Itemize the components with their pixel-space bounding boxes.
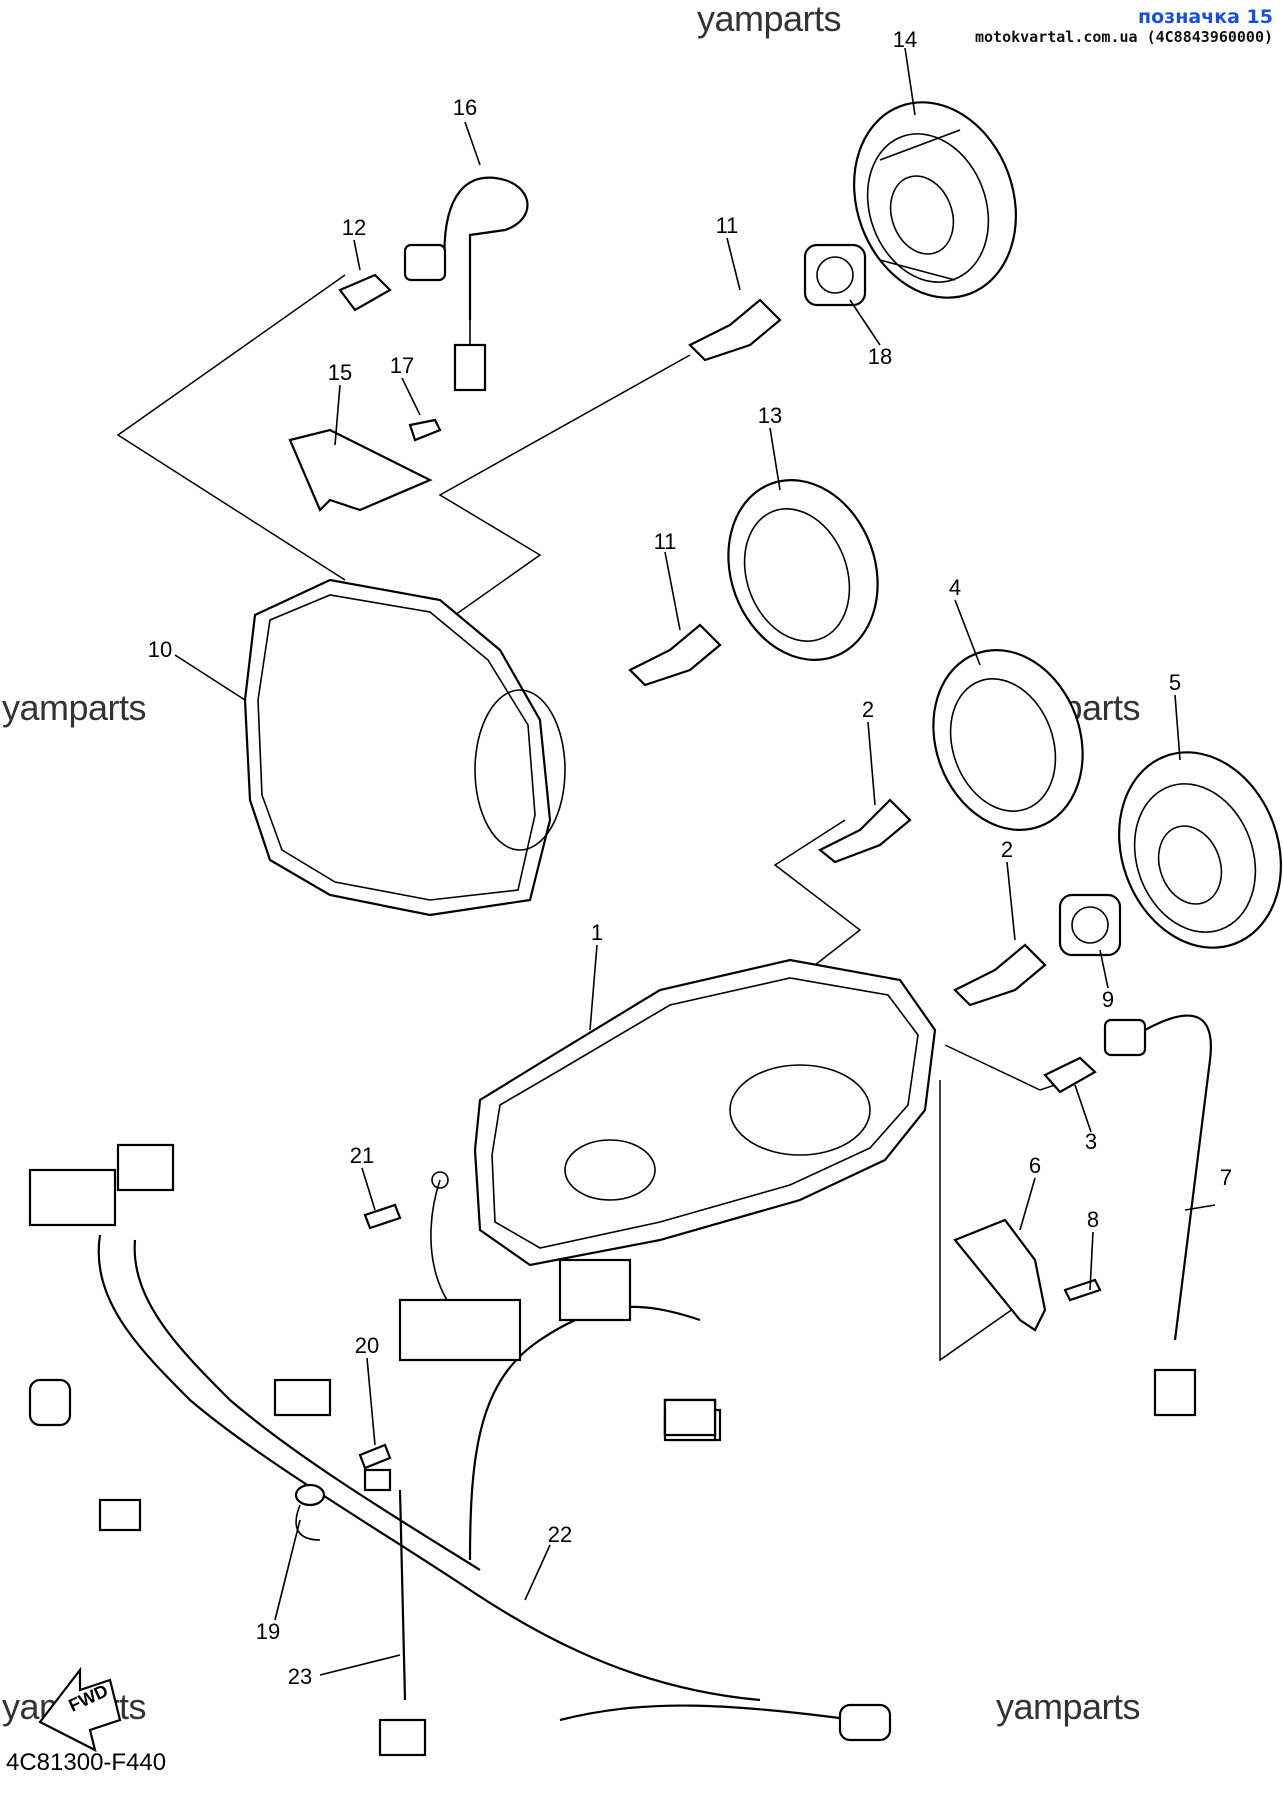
callout-14: 14 — [892, 27, 918, 52]
part-14-reflector — [853, 101, 1017, 299]
callout-3: 3 — [1084, 1129, 1098, 1154]
part-23-band — [363, 1468, 407, 1701]
part-4-ring — [932, 649, 1084, 831]
part-9-bulb-socket — [1058, 893, 1122, 957]
callout-21: 21 — [349, 1143, 375, 1168]
header-source: motokvartal.com.ua (4C8843960000) — [974, 28, 1273, 46]
callout-23: 23 — [287, 1664, 313, 1689]
watermark: yamparts — [2, 687, 147, 728]
callout-8: 8 — [1086, 1207, 1100, 1232]
callout-20: 20 — [354, 1333, 380, 1358]
part-6-cover — [953, 1218, 1047, 1332]
callout-15: 15 — [327, 360, 353, 385]
watermark: yamparts — [996, 1686, 1141, 1727]
callout-16: 16 — [452, 95, 478, 120]
part-7-socket-wire — [1103, 1014, 1212, 1417]
part-5-reflector — [1118, 751, 1282, 949]
part-18-bulb-socket — [803, 243, 867, 307]
callout-9: 9 — [1101, 987, 1115, 1012]
part-11-headlight-bulb-mid — [628, 623, 722, 687]
leader-lines — [174, 47, 1216, 1676]
part-13-ring — [727, 479, 879, 661]
callout-10: 10 — [147, 637, 173, 662]
header: позначка 15 motokvartal.com.ua (4C884396… — [975, 6, 1273, 46]
part-10-headlight-housing — [243, 578, 566, 917]
header-label: позначка 15 — [1138, 6, 1273, 28]
callout-2: 2 — [861, 697, 875, 722]
callout-13: 13 — [757, 403, 783, 428]
callout-1: 1 — [590, 920, 604, 945]
callout-7: 7 — [1219, 1165, 1233, 1190]
part-1-headlight-unit — [473, 958, 937, 1267]
watermark: yamparts — [697, 0, 842, 39]
callout-17: 17 — [389, 353, 415, 378]
callout-11: 11 — [715, 213, 739, 238]
callout-11: 11 — [653, 529, 677, 554]
part-2-bulb-upper — [817, 798, 912, 864]
diagram-code: 4C81300-F440 — [6, 1749, 167, 1776]
part-2-bulb-lower — [953, 943, 1047, 1007]
callout-22: 22 — [547, 1522, 573, 1547]
fwd-arrow-icon — [38, 1666, 122, 1753]
part-8-screw — [1063, 1278, 1102, 1302]
part-20-bolt — [358, 1443, 392, 1470]
callout-12: 12 — [341, 215, 367, 240]
part-12-bulb — [338, 273, 392, 312]
part-22-wire-harness — [28, 1143, 892, 1757]
part-16-socket-wire — [403, 176, 529, 392]
callout-6: 6 — [1028, 1153, 1042, 1178]
callout-5: 5 — [1168, 670, 1182, 695]
part-19-clamp — [294, 1483, 326, 1541]
part-3-bulb — [1043, 1056, 1097, 1094]
callout-19: 19 — [255, 1619, 281, 1644]
part-11-headlight-bulb-top — [688, 298, 782, 362]
part-15-cover — [288, 428, 433, 512]
callout-2: 2 — [1000, 837, 1014, 862]
callout-4: 4 — [948, 575, 962, 600]
callout-18: 18 — [867, 344, 893, 369]
part-17-screw — [408, 418, 442, 442]
